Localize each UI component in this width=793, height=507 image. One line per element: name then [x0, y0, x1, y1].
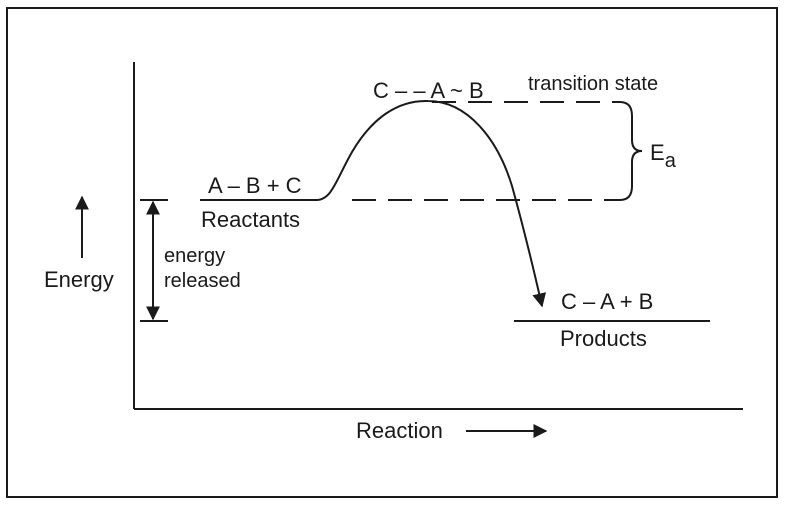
- products-formula: C – A + B: [561, 289, 653, 314]
- diagram-frame: [6, 7, 778, 498]
- energy-released-line1: energy: [164, 245, 225, 267]
- products-label: Products: [560, 326, 647, 351]
- reactants-label: Reactants: [201, 207, 300, 232]
- transition-state-label: transition state: [528, 73, 658, 95]
- activation-energy-subscript: a: [665, 150, 677, 172]
- transition-species-label: C – – A ~ B: [373, 78, 484, 103]
- reaction-axis-label: Reaction: [356, 418, 443, 443]
- reaction-curve: [315, 99, 547, 308]
- activation-energy-brace: [619, 101, 643, 201]
- activation-energy-label: Ea: [650, 140, 677, 172]
- energy-axis-label: Energy: [44, 267, 114, 292]
- reactants-formula: A – B + C: [208, 173, 302, 198]
- energy-released-line2: released: [164, 270, 241, 292]
